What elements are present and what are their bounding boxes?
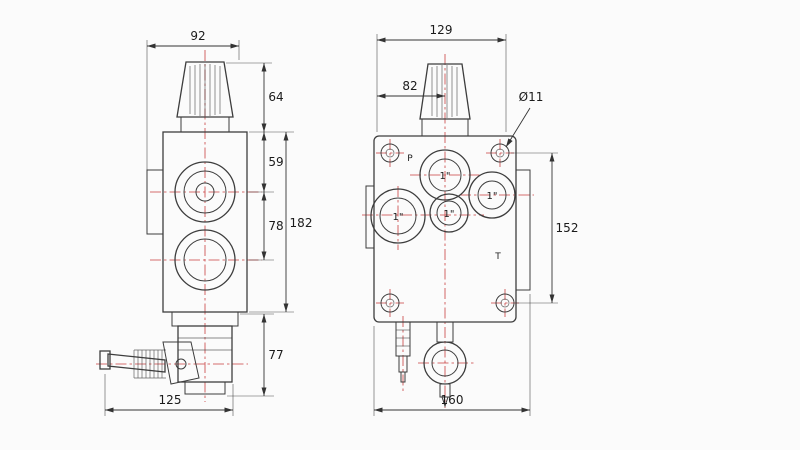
port-right-label: 1" bbox=[487, 191, 498, 202]
dim-left-port-spacing: 78 bbox=[268, 219, 283, 233]
left-handle-assembly bbox=[99, 341, 200, 385]
bolt-holes bbox=[380, 143, 515, 313]
dim-right-inner-width: 82 bbox=[402, 79, 417, 93]
lever-rod bbox=[107, 353, 166, 373]
port-top-label: 1" bbox=[440, 171, 451, 182]
dim-left-bottom-width: 125 bbox=[159, 393, 182, 407]
dim-hole-diameter: Ø11 bbox=[519, 90, 544, 104]
left-side-plate bbox=[365, 185, 375, 249]
left-bottom-section bbox=[171, 311, 239, 395]
right-dimensions: 129 82 Ø11 152 160 bbox=[373, 23, 579, 416]
dim-right-top-width: 129 bbox=[430, 23, 453, 37]
port-top: 1" bbox=[419, 149, 471, 201]
lever-pivot bbox=[175, 358, 187, 370]
port-left-label: 1" bbox=[393, 212, 404, 223]
port-right: 1" bbox=[468, 171, 516, 219]
port-center: 1" bbox=[429, 193, 469, 233]
right-body: 1" 1" 1" 1" P T bbox=[365, 135, 531, 323]
left-body bbox=[146, 131, 248, 313]
port-center-label: 1" bbox=[444, 209, 455, 220]
dim-right-hole-spacing: 152 bbox=[556, 221, 579, 235]
dim-left-lower-height: 77 bbox=[268, 348, 283, 362]
right-knob bbox=[419, 63, 471, 137]
lever-end-knob bbox=[99, 350, 111, 370]
port-left: 1" bbox=[370, 188, 426, 244]
left-lower-port bbox=[183, 238, 227, 282]
dim-left-knob-height: 64 bbox=[268, 90, 283, 104]
right-side-plate bbox=[515, 169, 531, 291]
right-view: 1" 1" 1" 1" P T bbox=[362, 23, 578, 416]
dim-left-body-height: 182 bbox=[290, 216, 313, 230]
dim-left-top-width: 92 bbox=[190, 29, 205, 43]
left-knob bbox=[176, 61, 234, 133]
port-t-label: T bbox=[494, 252, 501, 262]
right-knob-hatch bbox=[431, 65, 458, 118]
dim-right-bottom-width: 160 bbox=[441, 393, 464, 407]
left-view: 92 64 59 78 182 77 bbox=[96, 29, 312, 416]
left-upper-port bbox=[195, 182, 215, 202]
right-bottom-assembly bbox=[395, 321, 467, 408]
left-dimensions: 92 64 59 78 182 77 bbox=[104, 29, 313, 416]
dim-left-port-offset: 59 bbox=[268, 155, 283, 169]
port-p-label: P bbox=[407, 154, 413, 164]
bolt-hole-dia11 bbox=[490, 143, 510, 163]
lever-spring-hatch bbox=[133, 349, 166, 379]
left-knob-hatch bbox=[189, 64, 221, 116]
